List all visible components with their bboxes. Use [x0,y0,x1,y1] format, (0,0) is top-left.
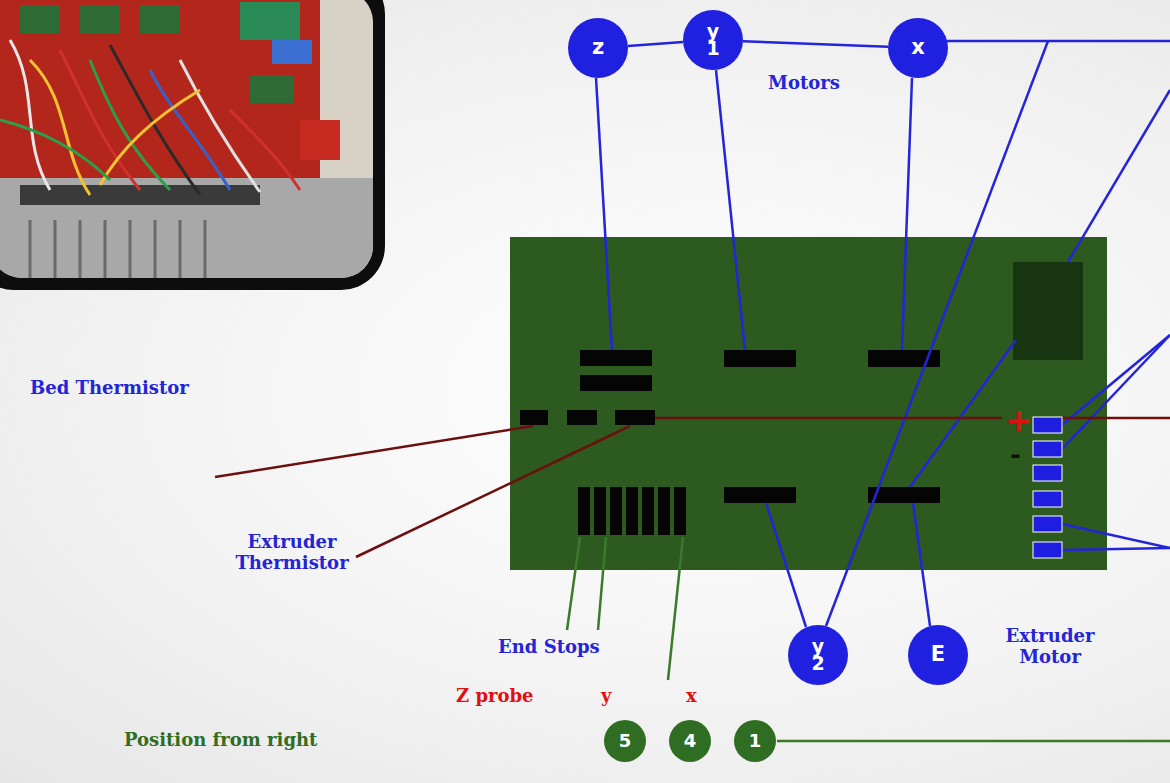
circle-text-wrap: E [908,625,968,685]
board-photo [0,0,385,290]
connector-line [743,41,888,47]
circle-text-wrap: 5 [604,720,646,762]
position-circle: 1 [734,720,776,762]
signal-label: Z probe [456,686,534,707]
circle-text-wrap: y 2 [788,625,848,685]
circle-text-wrap: 1 [734,720,776,762]
part-label: Bed Thermistor [30,378,189,399]
circle-fill [788,625,848,685]
polarity-sign: - [1010,440,1021,470]
circle-text: E [931,645,945,664]
circle-fill [568,18,628,78]
circle-text-wrap: x [888,18,948,78]
bus-connector [628,42,683,46]
circle-text-wrap: z [568,18,628,78]
circle-text-wrap: 4 [669,720,711,762]
group-label: Motors [768,73,840,94]
circle-fill [683,10,743,70]
circle-text: 5 [619,733,632,750]
circle-text: 1 [749,733,762,750]
part-label: Extruder Thermistor [227,532,357,573]
motor-circle: E [908,625,968,685]
bus-connector [743,41,888,47]
motor-circle: z [568,18,628,78]
connector-line [628,42,683,46]
polarity-sign: + [1005,402,1032,439]
signal-label: y [601,686,611,707]
ramps-board [510,237,1107,570]
circle-fill [734,720,776,762]
circle-text: x [911,38,925,57]
group-label: End Stops [498,637,600,658]
motor-circle: y 1 [683,10,743,70]
circle-text: z [592,38,604,57]
circle-text: y 2 [811,638,824,673]
circle-text: 4 [684,733,697,750]
motor-circle: x [888,18,948,78]
thermistor-leaders [215,418,1170,557]
position-circle: 5 [604,720,646,762]
endstop-leaders [567,537,1170,741]
part-label: Extruder Motor [995,626,1105,667]
circle-fill [604,720,646,762]
power-terminals [1033,417,1062,558]
position-circle: 4 [669,720,711,762]
row-label: Position from right [124,730,317,751]
signal-label: x [686,686,697,707]
circle-text-wrap: y 1 [683,10,743,70]
circle-text: y 1 [706,23,719,58]
circle-fill [908,625,968,685]
circle-fill [669,720,711,762]
motor-circle: y 2 [788,625,848,685]
circle-fill [888,18,948,78]
